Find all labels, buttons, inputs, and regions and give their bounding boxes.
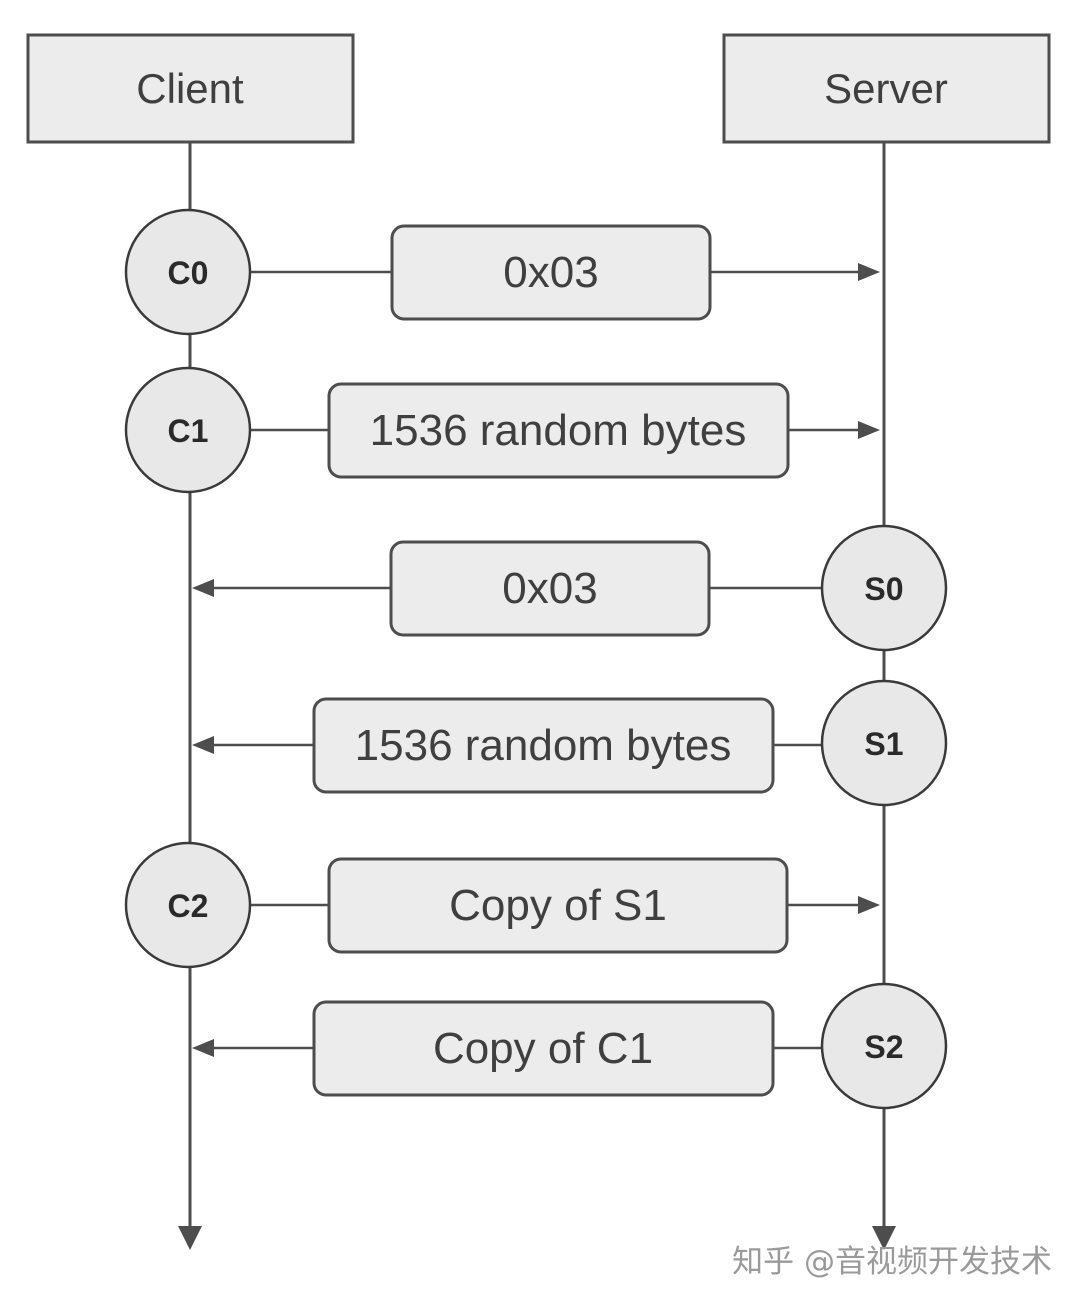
message-c0-label: 0x03 bbox=[503, 248, 598, 297]
message-c1: 1536 random bytes bbox=[250, 382, 880, 479]
node-s1-label: S1 bbox=[864, 726, 903, 762]
message-c1-label: 1536 random bytes bbox=[370, 406, 747, 455]
message-c2-label: Copy of S1 bbox=[449, 881, 667, 930]
server-box: Server bbox=[722, 33, 1051, 144]
node-c2: C2 bbox=[124, 841, 252, 969]
node-s2-label: S2 bbox=[864, 1029, 903, 1065]
client-lifeline-arrow bbox=[178, 1226, 202, 1250]
message-c2: Copy of S1 bbox=[250, 857, 880, 954]
server-label: Server bbox=[824, 65, 948, 112]
node-c0: C0 bbox=[124, 208, 252, 336]
message-c0: 0x03 bbox=[250, 224, 880, 321]
message-s0: 0x03 bbox=[192, 540, 822, 637]
message-s0-label: 0x03 bbox=[502, 564, 597, 613]
node-c1-label: C1 bbox=[168, 413, 209, 449]
node-s1: S1 bbox=[820, 679, 948, 807]
watermark-text: 知乎 @音视频开发技术 bbox=[732, 1244, 1052, 1280]
message-s1: 1536 random bytes bbox=[192, 697, 822, 794]
node-c1: C1 bbox=[124, 366, 252, 494]
client-box: Client bbox=[26, 33, 355, 144]
server-lifeline-arrow bbox=[872, 1226, 896, 1250]
message-s1-label: 1536 random bytes bbox=[355, 721, 732, 770]
message-s2-label: Copy of C1 bbox=[433, 1024, 653, 1073]
node-c0-label: C0 bbox=[168, 255, 209, 291]
node-c2-label: C2 bbox=[168, 888, 209, 924]
node-s2: S2 bbox=[820, 982, 948, 1110]
node-s0-label: S0 bbox=[864, 571, 903, 607]
client-label: Client bbox=[136, 65, 244, 112]
message-s2: Copy of C1 bbox=[192, 1000, 822, 1097]
node-s0: S0 bbox=[820, 524, 948, 652]
